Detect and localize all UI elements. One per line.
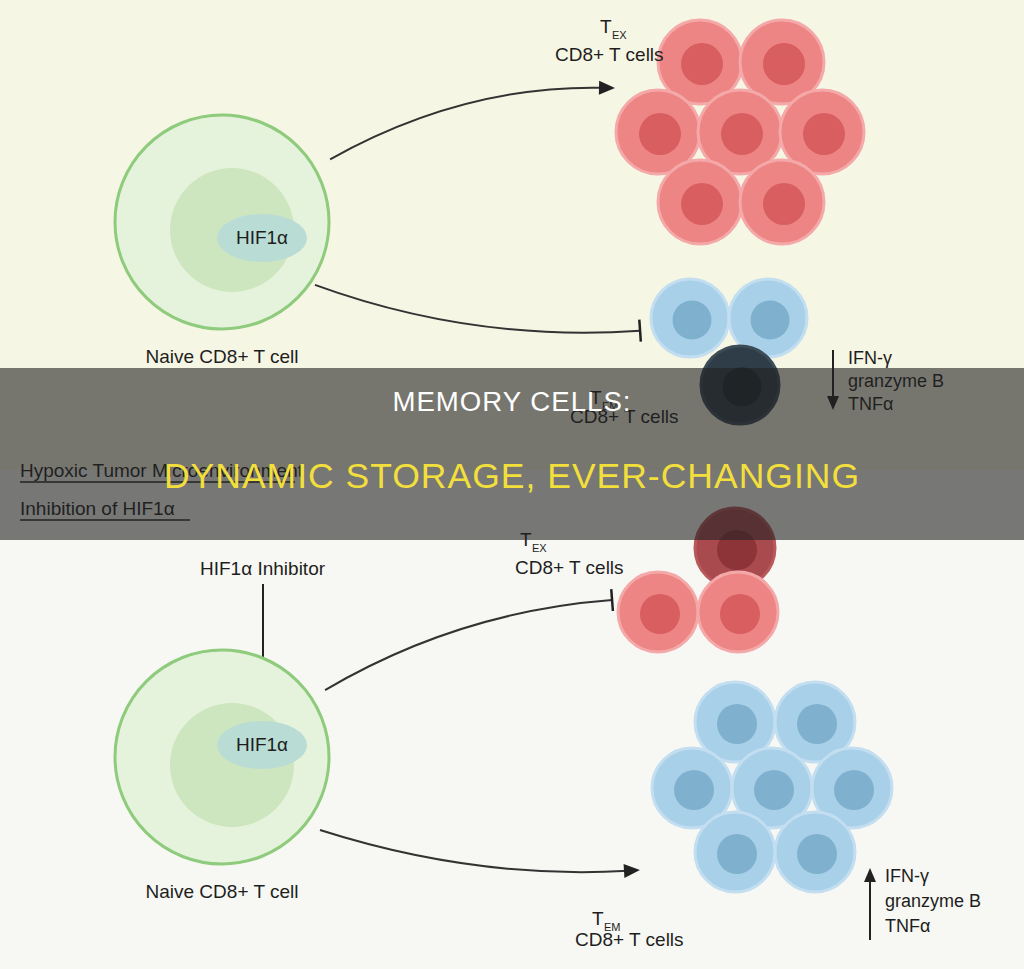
node-text: EX (612, 29, 627, 42)
node-text: Naive CD8+ T cell (142, 881, 302, 903)
inhibition-connector (325, 589, 613, 690)
node-text: T (600, 16, 612, 38)
cell-circle: Naive CD8+ T cell HIF1α (110, 645, 340, 920)
protein-oval: HIF1α (217, 721, 307, 769)
node-text: HIF1α (217, 227, 307, 249)
text-label: granzyme B (885, 891, 981, 912)
node-text: EX (532, 542, 547, 555)
node-text: CD8+ T cells (515, 557, 624, 579)
text-label: IFN-γ (885, 866, 929, 887)
text-label: IFN-γ (848, 348, 892, 369)
node-text: CD8+ T cells (555, 44, 664, 66)
cell-cluster: TEX CD8+ T cells (550, 10, 880, 250)
headline-band: MEMORY CELLS: DYNAMIC STORAGE, EVER-CHANG… (0, 368, 1024, 540)
cell-cluster: TEMCD8+ T cells (570, 670, 900, 955)
node-text: T (592, 908, 604, 930)
node-text: CD8+ T cells (575, 929, 684, 951)
protein-oval: HIF1α (217, 214, 307, 262)
inhibition-connector (315, 285, 641, 342)
text-label: HIF1α Inhibitor (200, 558, 325, 580)
cell-circle: Naive CD8+ T cell HIF1α (110, 110, 340, 400)
node-text: HIF1α (217, 734, 307, 756)
text-label: TNFα (885, 916, 930, 937)
node-text: Naive CD8+ T cell (142, 346, 302, 368)
arrow-connector (320, 830, 640, 878)
arrow-connector (330, 81, 615, 160)
node-text: MEMORY CELLS: (0, 386, 1024, 418)
node-text: DYNAMIC STORAGE, EVER-CHANGING (0, 456, 1024, 497)
cell-circle-outline (110, 645, 340, 920)
cell-cluster-outline (570, 670, 900, 955)
